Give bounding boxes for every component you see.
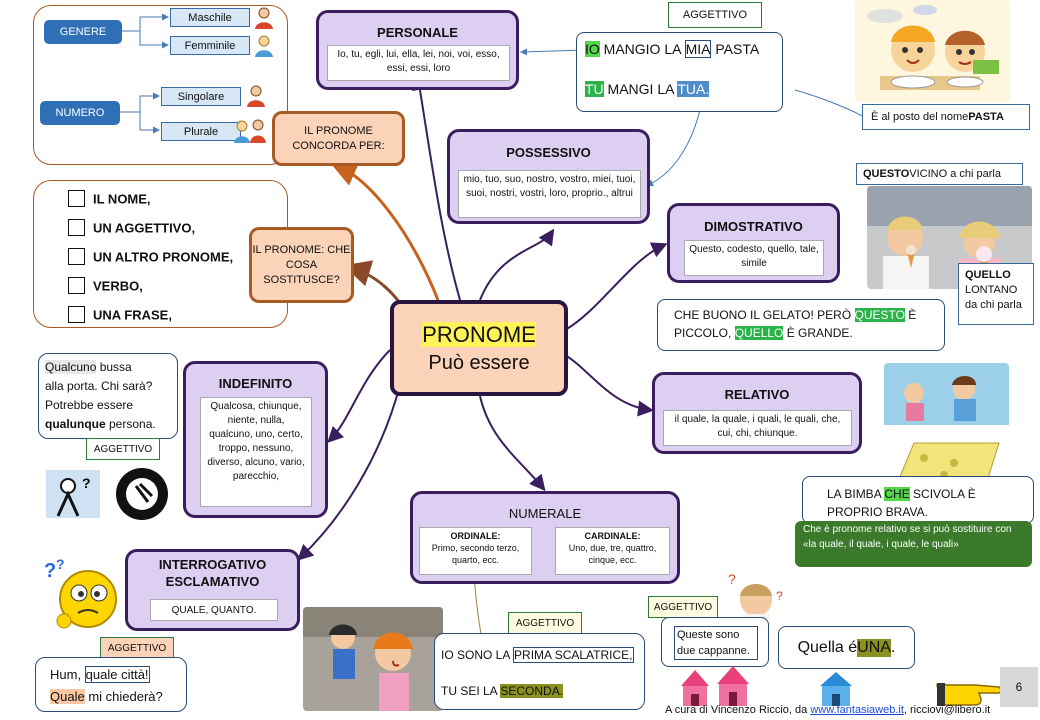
quella-bubble: Quella é UNA. <box>778 626 915 669</box>
group-people-icon <box>234 119 266 143</box>
cappanne-bubble: Queste sono due cappanne. <box>661 617 769 667</box>
female-person-icon <box>255 35 273 57</box>
climbers-picture <box>303 607 443 711</box>
dimostrativo-list: Questo, codesto, quello, tale, simile <box>684 240 824 276</box>
numerale-box: NUMERALE ORDINALE: Primo, secondo terzo,… <box>410 491 680 584</box>
checkbox[interactable] <box>68 190 85 208</box>
single-person-icon <box>247 85 265 107</box>
quella-aggettivo-tag: AGGETTIVO <box>648 596 718 618</box>
plurale-box: Plurale <box>161 122 241 141</box>
concorda-box: IL PRONOME CONCORDA PER: <box>272 111 405 166</box>
dimostrativo-box: DIMOSTRATIVO Questo, codesto, quello, ta… <box>667 203 840 283</box>
personale-list: Io, tu, egli, lui, ella, lei, noi, voi, … <box>327 45 510 81</box>
possessivo-title: POSSESSIVO <box>506 145 591 160</box>
esclamativo-title: ESCLAMATIVO <box>165 574 260 589</box>
indefinito-box: INDEFINITO Qualcosa, chiunque, niente, n… <box>183 361 328 518</box>
sostituisce-box: IL PRONOME: CHE COSA SOSTITUSCE? <box>249 227 354 303</box>
dimostrativo-example-bubble: CHE BUONO IL GELATO! PERÒ QUESTO È PICCO… <box>657 299 945 351</box>
footer-credit: A cura di Vincenzo Riccio, da www.fantas… <box>665 704 991 716</box>
indefinito-aggettivo-tag: AGGETTIVO <box>86 438 160 460</box>
interrogativo-title: INTERROGATIVO <box>158 557 267 572</box>
numerale-example-bubble: IO SONO LA PRIMA SCALATRICE, TU SEI LA S… <box>434 633 645 710</box>
singolare-box: Singolare <box>161 87 241 106</box>
genere-box: GENERE <box>44 20 122 44</box>
sostituisce-list: IL NOME, UN AGGETTIVO, UN ALTRO PRONOME,… <box>68 190 283 335</box>
femminile-box: Femminile <box>170 36 250 55</box>
aggettivo-tag: AGGETTIVO <box>668 2 762 28</box>
relativo-list: il quale, la quale, i quali, le quali, c… <box>663 410 852 446</box>
pointing-hand-icon <box>936 683 1002 706</box>
huts-icon <box>681 666 749 706</box>
center-title: PRONOME <box>422 322 536 347</box>
indefinito-example-bubble: Qualcuno bussa alla porta. Chi sarà? Pot… <box>38 353 178 439</box>
personale-title: PERSONALE <box>377 25 458 40</box>
confused-smiley-icon: ? ? <box>44 556 117 629</box>
center-subtitle: Può essere <box>428 352 530 374</box>
checkbox[interactable] <box>68 306 85 324</box>
svg-text:?: ? <box>56 556 65 572</box>
interrogativo-list: QUALE, QUANTO. <box>150 599 278 621</box>
numerale-aggettivo-tag: AGGETTIVO <box>508 612 582 634</box>
interrogativo-aggettivo-tag: AGGETTIVO <box>100 637 174 659</box>
personale-example-bubble: IO MANGIO LA MIA PASTA TU MANGI LA TUA. <box>576 32 783 112</box>
blue-hut-icon <box>820 672 852 706</box>
numerale-cardinale: CARDINALE: Uno, due, tre, quattro, cinqu… <box>555 527 670 575</box>
maschile-box: Maschile <box>170 8 250 27</box>
page-number: 6 <box>1000 667 1038 707</box>
svg-text:?: ? <box>776 589 783 603</box>
numerale-title: NUMERALE <box>508 506 582 521</box>
checkbox[interactable] <box>68 277 85 295</box>
thinking-person-icon: ? <box>46 470 100 518</box>
pasta-note: È al posto del nome PASTA <box>862 104 1030 130</box>
numerale-ordinale: ORDINALE: Primo, secondo terzo, quarto, … <box>419 527 532 575</box>
slide-girl-picture <box>884 363 1009 491</box>
center-pronome-box: PRONOME Può essere <box>390 300 568 396</box>
credit-link[interactable]: www.fantasiaweb.it <box>810 704 904 716</box>
checkbox[interactable] <box>68 219 85 237</box>
questo-label: QUESTO VICINO a chi parla <box>856 163 1023 185</box>
svg-text:?: ? <box>44 560 56 582</box>
possessivo-box: POSSESSIVO mio, tuo, suo, nostro, vostro… <box>447 129 650 224</box>
kids-eating-picture <box>855 0 1010 102</box>
indefinito-title: INDEFINITO <box>218 376 293 391</box>
dimostrativo-title: DIMOSTRATIVO <box>704 219 803 234</box>
svg-text:?: ? <box>728 571 736 587</box>
relativo-note: Che è pronome relativo se si può sostitu… <box>795 521 1032 567</box>
relativo-title: RELATIVO <box>724 387 790 402</box>
checkbox[interactable] <box>68 248 85 266</box>
interrogativo-example-bubble: Hum, quale città! Quale mi chiederà? <box>35 657 187 712</box>
numero-box: NUMERO <box>40 101 120 125</box>
svg-text:?: ? <box>82 475 91 491</box>
personale-box: PERSONALE Io, tu, egli, lui, ella, lei, … <box>316 10 519 90</box>
indefinito-list: Qualcosa, chiunque, niente, nulla, qualc… <box>200 397 312 507</box>
interrogativo-box: INTERROGATIVO ESCLAMATIVO QUALE, QUANTO. <box>125 549 300 631</box>
possessivo-list: mio, tuo, suo, nostro, vostro, miei, tuo… <box>458 170 641 218</box>
door-knock-icon <box>116 468 168 520</box>
relativo-box: RELATIVO il quale, la quale, i quali, le… <box>652 372 862 454</box>
concorda-panel <box>33 5 288 165</box>
male-person-icon <box>255 7 273 29</box>
relativo-example-bubble: LA BIMBA CHE SCIVOLA È PROPRIO BRAVA. <box>802 476 1034 524</box>
